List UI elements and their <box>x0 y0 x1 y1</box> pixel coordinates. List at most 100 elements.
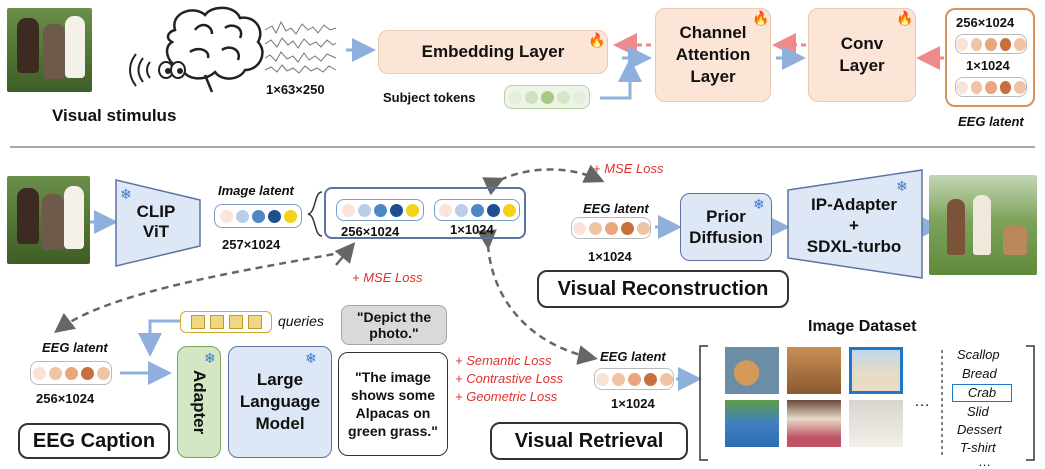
conv-layer-box: Conv Layer <box>808 8 916 102</box>
channel-attention-line: Attention <box>675 45 751 64</box>
alpaca-white-shape <box>65 16 85 78</box>
eeg-latent-top-label: EEG latent <box>958 114 1024 129</box>
token-dot <box>540 90 554 104</box>
visual-retrieval-title: Visual Retrieval <box>490 422 688 460</box>
eeg-latent-top-pill-2 <box>955 77 1027 97</box>
split-latent-pill-1 <box>434 199 520 221</box>
clip-vit-trapezoid <box>115 179 201 267</box>
image-dataset-title: Image Dataset <box>808 318 917 335</box>
llm-output-box: "The image shows some Alpacas on green g… <box>338 352 448 456</box>
signal-waves-icon <box>129 53 151 87</box>
channel-attention-line: Layer <box>690 67 736 86</box>
retrieval-eeg-latent-label: EEG latent <box>600 349 666 364</box>
subject-tokens-label: Subject tokens <box>383 90 476 105</box>
token-dot <box>524 90 538 104</box>
image-latent-shape: 257×1024 <box>222 237 281 252</box>
dataset-bracket-right <box>1026 345 1035 461</box>
dataset-label-more: … <box>978 454 991 469</box>
dataset-label-scallop: Scallop <box>957 347 1000 362</box>
stimulus-photo <box>7 8 92 92</box>
retrieval-eeg-latent-shape: 1×1024 <box>611 396 655 411</box>
caption-eeg-latent-shape: 256×1024 <box>36 391 95 406</box>
split-latent-frame <box>324 187 526 239</box>
trainable-fire-icon: 🔥 <box>588 32 606 48</box>
input-photo <box>7 176 90 264</box>
frozen-snowflake-icon: ❄ <box>305 350 317 366</box>
eeg-latent-top-shape-1: 1×1024 <box>966 58 1010 73</box>
thumb-tshirt <box>849 400 903 447</box>
eeg-shape-label: 1×63×250 <box>266 82 325 97</box>
frozen-snowflake-icon: ❄ <box>120 186 132 202</box>
thumb-dessert <box>787 400 841 447</box>
queries-tokens <box>180 311 272 333</box>
visual-stimulus-label: Visual stimulus <box>52 106 177 125</box>
caption-eeg-latent-pill <box>30 361 112 385</box>
mse-link-caption-head <box>334 242 356 266</box>
dataset-label-bread: Bread <box>962 366 997 381</box>
channel-attention-line: Channel <box>679 23 747 42</box>
alpaca-brown-shape <box>43 24 65 79</box>
llm-box: Large Language Model <box>228 346 332 458</box>
recon-eeg-latent-pill <box>571 217 651 239</box>
arrow-tokens-up <box>600 58 642 100</box>
eeg-signal-icon <box>264 20 337 74</box>
thumb-slide <box>725 400 779 447</box>
geometric-loss-label: + Geometric Loss <box>455 389 558 404</box>
split-brace <box>307 191 323 237</box>
dataset-label-crab: Crab <box>952 384 1012 402</box>
channel-attention-box: Channel Attention Layer <box>655 8 771 102</box>
mse-link-caption <box>54 250 346 334</box>
reconstructed-photo <box>929 175 1037 275</box>
token-dot <box>556 90 570 104</box>
frozen-snowflake-icon: ❄ <box>204 350 216 366</box>
image-latent-pill <box>214 204 302 228</box>
subject-tokens-pill <box>504 85 590 109</box>
split-shape-right: 1×1024 <box>450 222 494 237</box>
ip-adapter-trapezoid <box>787 169 923 279</box>
recon-eeg-latent-label: EEG latent <box>583 201 649 216</box>
dataset-label-dessert: Dessert <box>957 422 1002 437</box>
eeg-latent-top-shape-256: 256×1024 <box>956 15 1015 30</box>
queries-label: queries <box>278 313 324 329</box>
contrastive-loss-label: + Contrastive Loss <box>455 371 564 386</box>
eeg-latent-top-pill-1 <box>955 34 1027 54</box>
visual-reconstruction-title: Visual Reconstruction <box>537 270 789 308</box>
prompt-box: "Depict the photo." <box>341 305 447 345</box>
dataset-bracket-left <box>699 345 708 461</box>
thumb-crab <box>849 347 903 394</box>
split-shape-left: 256×1024 <box>341 224 400 239</box>
retrieval-link <box>476 229 598 365</box>
semantic-loss-label: + Semantic Loss <box>455 353 552 368</box>
mse-link-top <box>482 164 605 196</box>
mse-loss-mid-label: + MSE Loss <box>352 270 423 285</box>
eyes-icon <box>158 61 186 79</box>
frozen-snowflake-icon: ❄ <box>896 178 908 194</box>
prior-diffusion-box: Prior Diffusion <box>680 193 772 261</box>
conv-layer-line: Layer <box>839 56 885 75</box>
thumb-scallop <box>725 347 779 394</box>
alpaca-dark-shape <box>17 18 39 73</box>
thumb-bread <box>787 347 841 394</box>
dataset-label-slid: Slid <box>967 404 989 419</box>
dataset-label-tshirt: T-shirt <box>960 440 996 455</box>
mse-loss-top-label: + MSE Loss <box>593 161 664 176</box>
embedding-layer-box: Embedding Layer <box>378 30 608 74</box>
arrow-queries-to-adapter <box>138 319 180 357</box>
token-dot <box>508 90 522 104</box>
retrieval-losses: + Semantic Loss + Contrastive Loss + Geo… <box>455 352 563 406</box>
eeg-caption-title: EEG Caption <box>18 423 170 459</box>
prior-diffusion-line: Diffusion <box>689 228 763 247</box>
conv-layer-line: Conv <box>840 34 884 53</box>
trainable-fire-icon: 🔥 <box>896 10 914 26</box>
adapter-label: Adapter <box>190 369 209 435</box>
brain-icon <box>165 6 264 93</box>
retrieval-eeg-latent-pill <box>594 368 674 390</box>
adapter-box: Adapter <box>177 346 221 458</box>
prior-diffusion-line: Prior <box>706 207 746 226</box>
eeg-latent-top-frame <box>945 8 1035 107</box>
image-latent-label: Image latent <box>218 183 294 198</box>
embedding-layer-label: Embedding Layer <box>421 42 565 61</box>
